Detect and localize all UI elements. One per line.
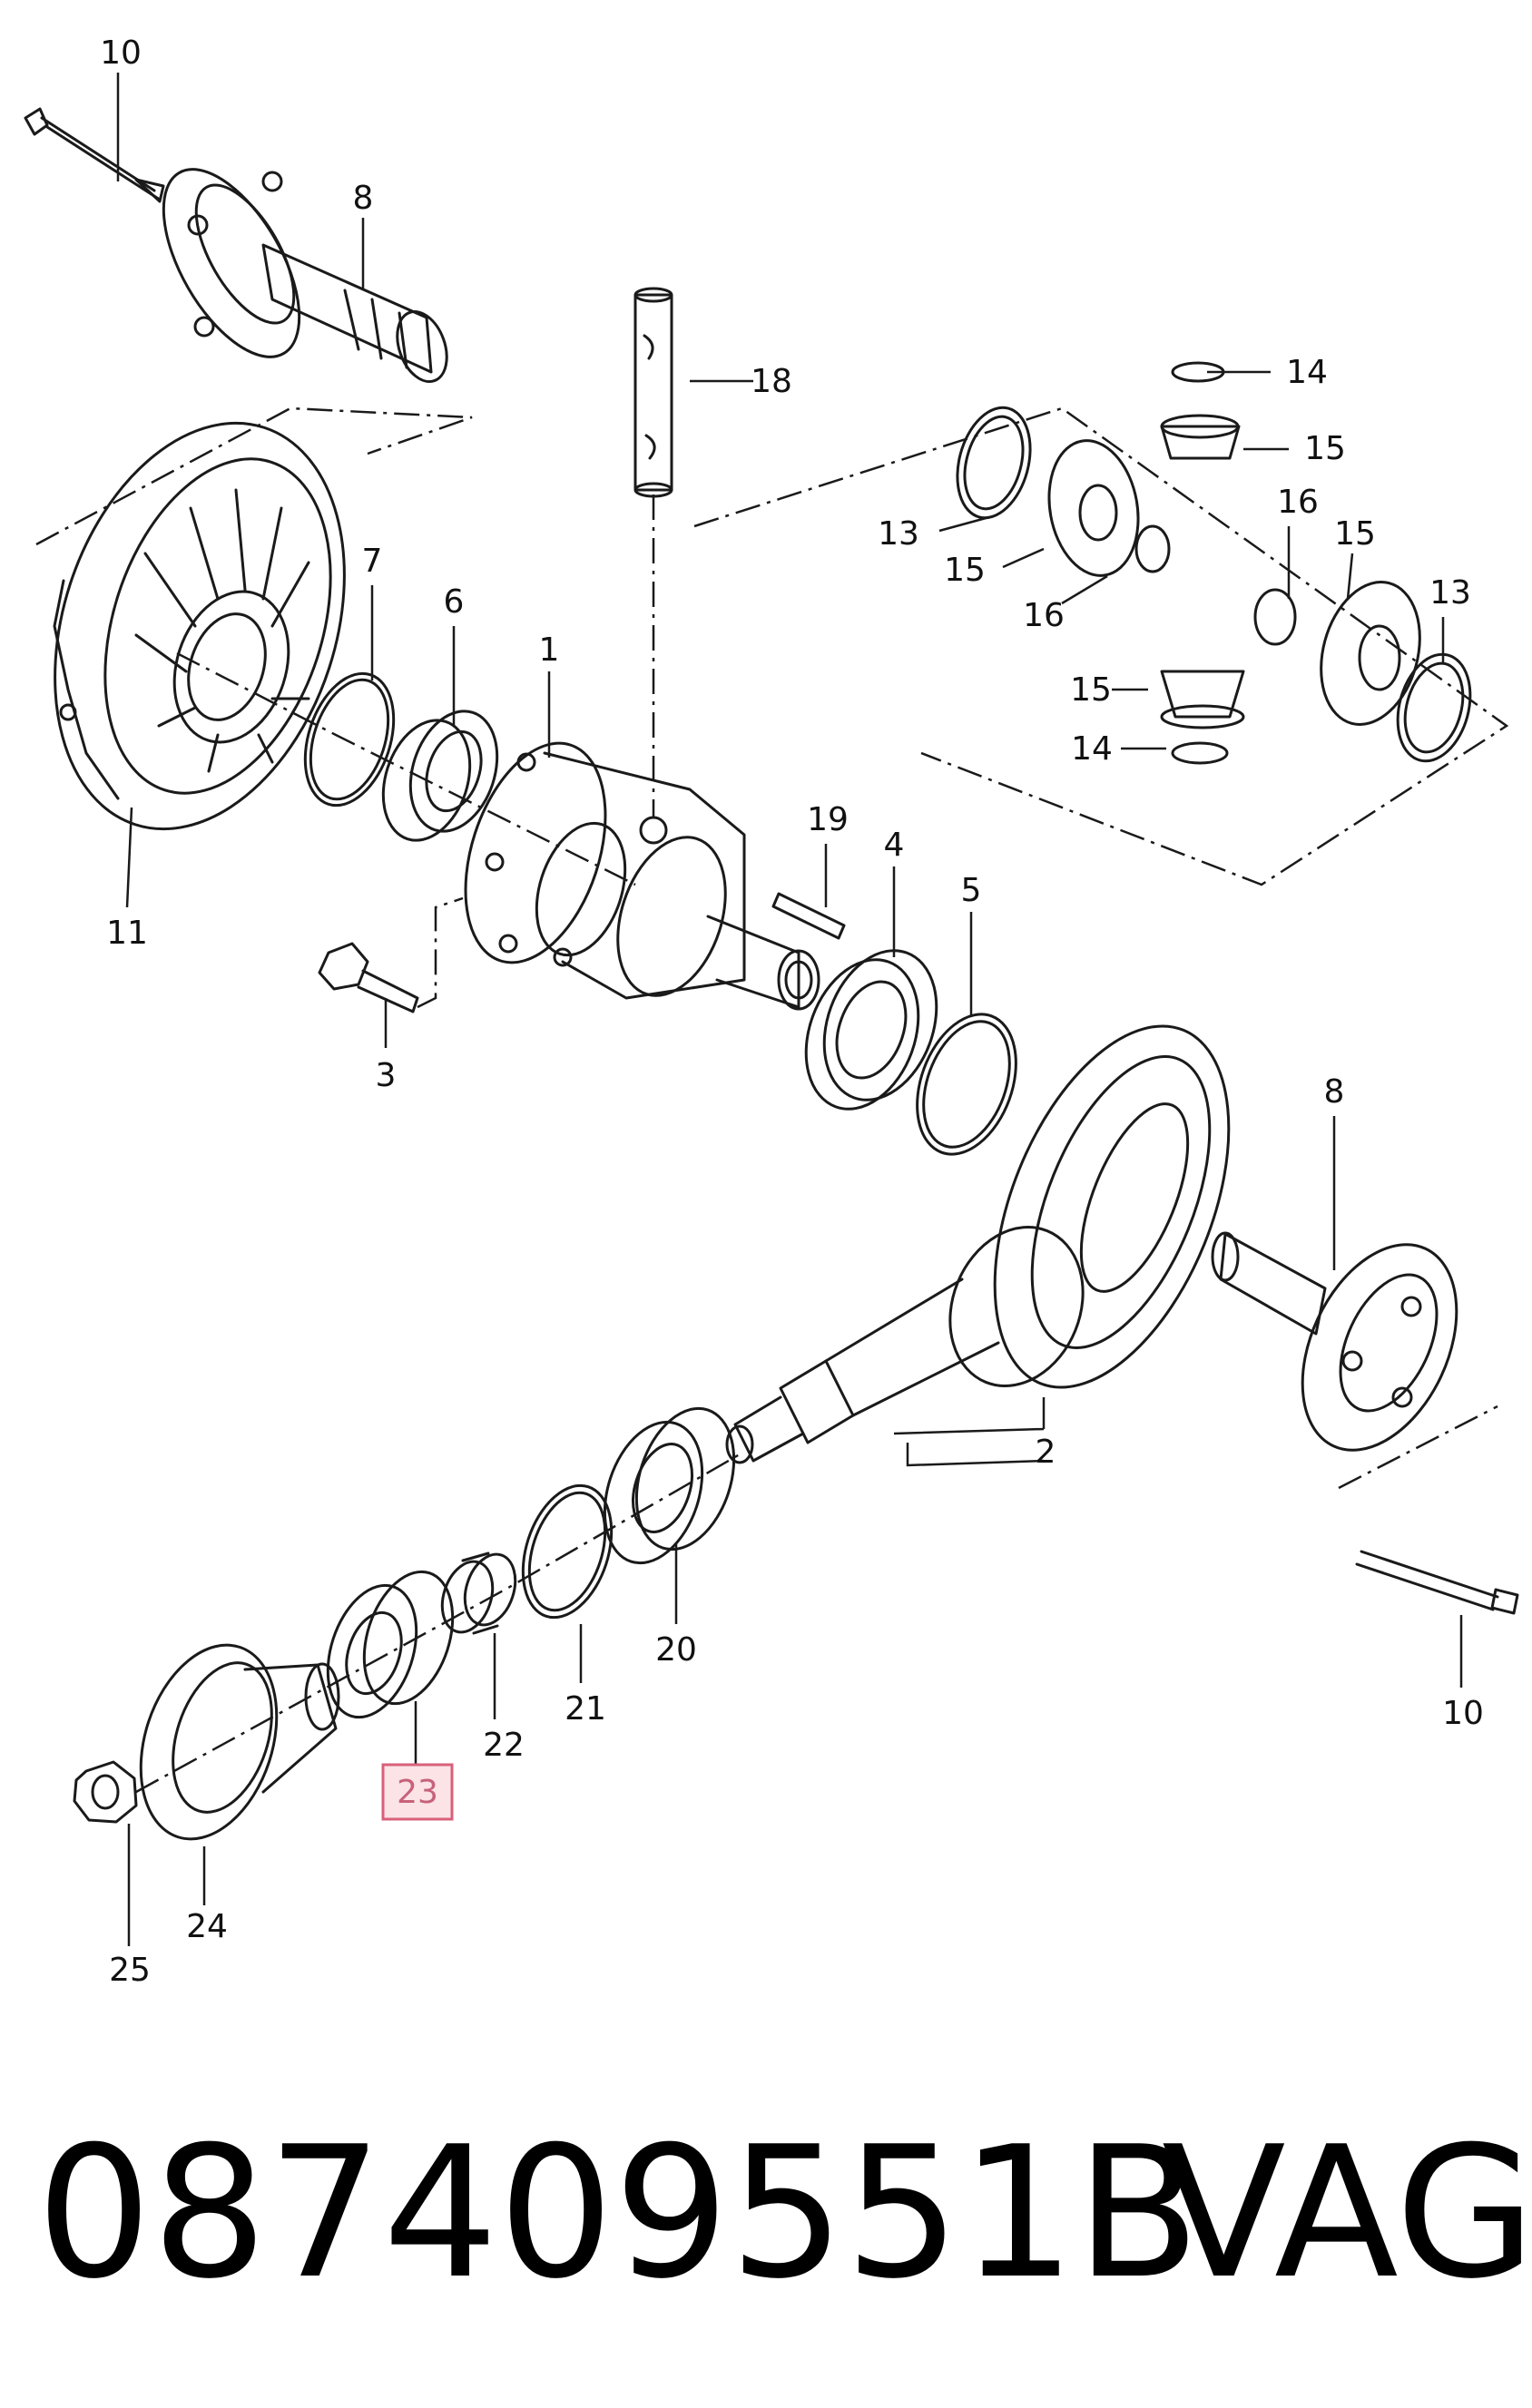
assembly-line-pinion (135, 1450, 745, 1794)
pin-shaft-18 (635, 289, 672, 496)
sleeve-22 (434, 1548, 524, 1639)
callout-20: 20 (655, 1631, 697, 1669)
flange-shaft-top (136, 148, 456, 388)
nut-25 (74, 1762, 136, 1822)
callout-15-a: 15 (1304, 430, 1346, 467)
pin-19 (773, 894, 844, 938)
callout-1: 1 (539, 631, 560, 669)
callout-10-right: 10 (1442, 1695, 1484, 1732)
callout-19: 19 (807, 801, 849, 838)
ring-7 (290, 662, 409, 817)
callout-8-right: 8 (1324, 1073, 1345, 1111)
callout-15-c: 15 (1334, 515, 1376, 553)
callout-10-top: 10 (100, 34, 142, 72)
flange-shaft-right (1213, 1220, 1488, 1475)
ring-21 (507, 1474, 627, 1629)
assembly-line-gears (693, 406, 1509, 886)
bolt-3 (319, 944, 417, 1012)
callout-23: 23 (397, 1774, 438, 1811)
bearing-4 (786, 935, 956, 1124)
callout-22: 22 (483, 1727, 525, 1764)
cover-housing (5, 386, 393, 866)
callout-3: 3 (376, 1057, 397, 1094)
assembly-line-cover (176, 651, 636, 886)
flange-24 (117, 1628, 339, 1856)
callout-8-top: 8 (353, 180, 374, 217)
callout-7: 7 (362, 543, 383, 580)
callout-16-a: 16 (1277, 484, 1319, 521)
callout-24: 24 (186, 1908, 228, 1945)
footer: 087409551B VAG (36, 2108, 1532, 2319)
callout-13-a: 13 (878, 515, 919, 553)
differential-case (440, 725, 819, 1009)
callout-4: 4 (884, 827, 905, 864)
callout-5: 5 (961, 872, 982, 909)
callout-15-d: 15 (1070, 671, 1112, 709)
seal-6 (368, 700, 512, 851)
callout-16-b: 16 (1023, 597, 1065, 634)
callout-21: 21 (565, 1690, 606, 1728)
highlight-box-23 (381, 1763, 454, 1821)
callout-14-a: 14 (1286, 354, 1328, 391)
callout-25: 25 (109, 1952, 151, 1989)
callout-18: 18 (751, 363, 792, 400)
callout-14-b: 14 (1071, 730, 1113, 768)
assembly-line-bolt3 (417, 896, 464, 1009)
callout-13-b: 13 (1429, 574, 1471, 612)
ring-gear-pinion-shaft (727, 993, 1276, 1463)
taper-bearing-23 (312, 1561, 468, 1728)
callout-2: 2 (1036, 1434, 1056, 1471)
callout-11: 11 (106, 915, 148, 952)
bolt-top (25, 109, 163, 201)
bearing-20 (588, 1395, 751, 1575)
assembly-line-right (1338, 1405, 1498, 1490)
diff-gear-set (946, 363, 1481, 769)
brand-name: VAG (1162, 2108, 1532, 2319)
part-number: 087409551B (36, 2108, 1201, 2319)
ring-5 (899, 1001, 1035, 1169)
callout-6: 6 (444, 583, 465, 621)
bolt-right (1357, 1551, 1517, 1613)
assembly-line-top (35, 406, 473, 546)
callout-15-b: 15 (944, 552, 986, 589)
